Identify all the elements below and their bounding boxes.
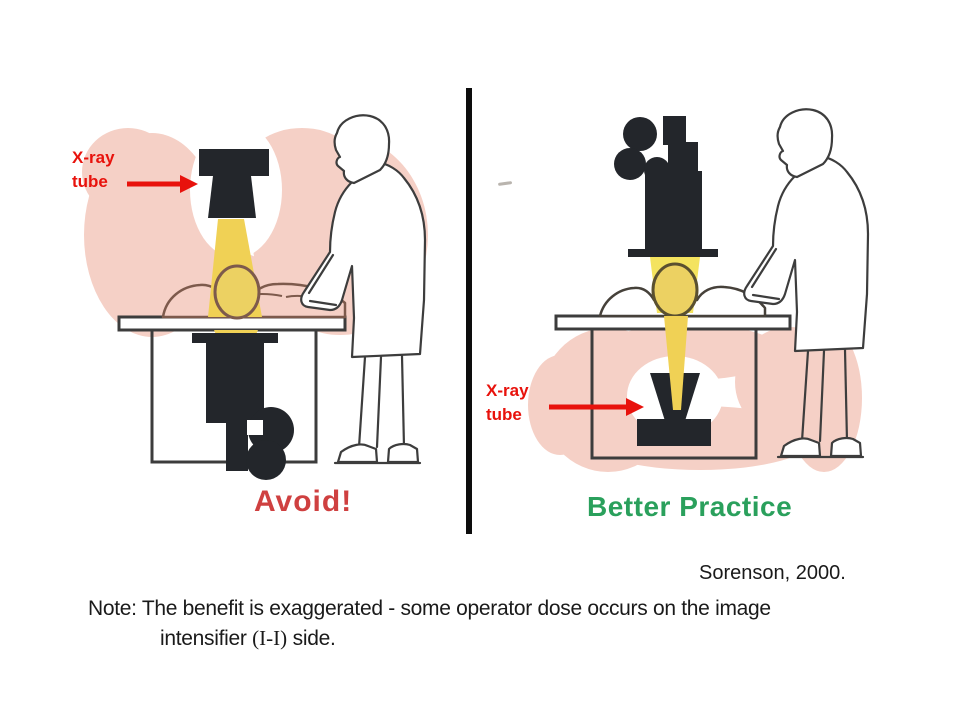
caption-better-practice: Better Practice	[587, 491, 793, 522]
note-line2-ii: (I-I)	[252, 626, 288, 650]
panel-divider-line	[466, 88, 472, 534]
note-line1: Note: The benefit is exaggerated - some …	[88, 597, 771, 620]
smudge-mark	[498, 181, 513, 186]
xray-tube-label-right-line2: tube	[486, 405, 522, 424]
xray-tube-graphic-left	[199, 149, 269, 218]
patient-head-right	[651, 262, 699, 318]
note-line2-pre: intensifier	[160, 627, 253, 650]
image-intensifier-left	[192, 333, 294, 480]
xray-tube-label-left-line2: tube	[72, 172, 108, 191]
xray-tube-label-right-line1: X-ray	[486, 381, 529, 400]
patient-head-left	[213, 264, 261, 320]
caption-avoid: Avoid!	[254, 485, 353, 518]
xray-tube-arrow-right	[549, 398, 644, 416]
note-line2: intensifier (I-I) side.	[160, 626, 336, 651]
xray-tube-label-right: X-ray tube	[486, 379, 529, 427]
xray-tube-label-left-line1: X-ray	[72, 148, 115, 167]
image-intensifier-right	[614, 116, 718, 257]
attribution-text: Sorenson, 2000.	[699, 562, 846, 584]
xray-beam-right	[664, 316, 688, 410]
xray-tube-arrow-left	[127, 175, 198, 193]
note-line2-post: side.	[287, 627, 336, 650]
xray-tube-label-left: X-ray tube	[72, 146, 115, 194]
